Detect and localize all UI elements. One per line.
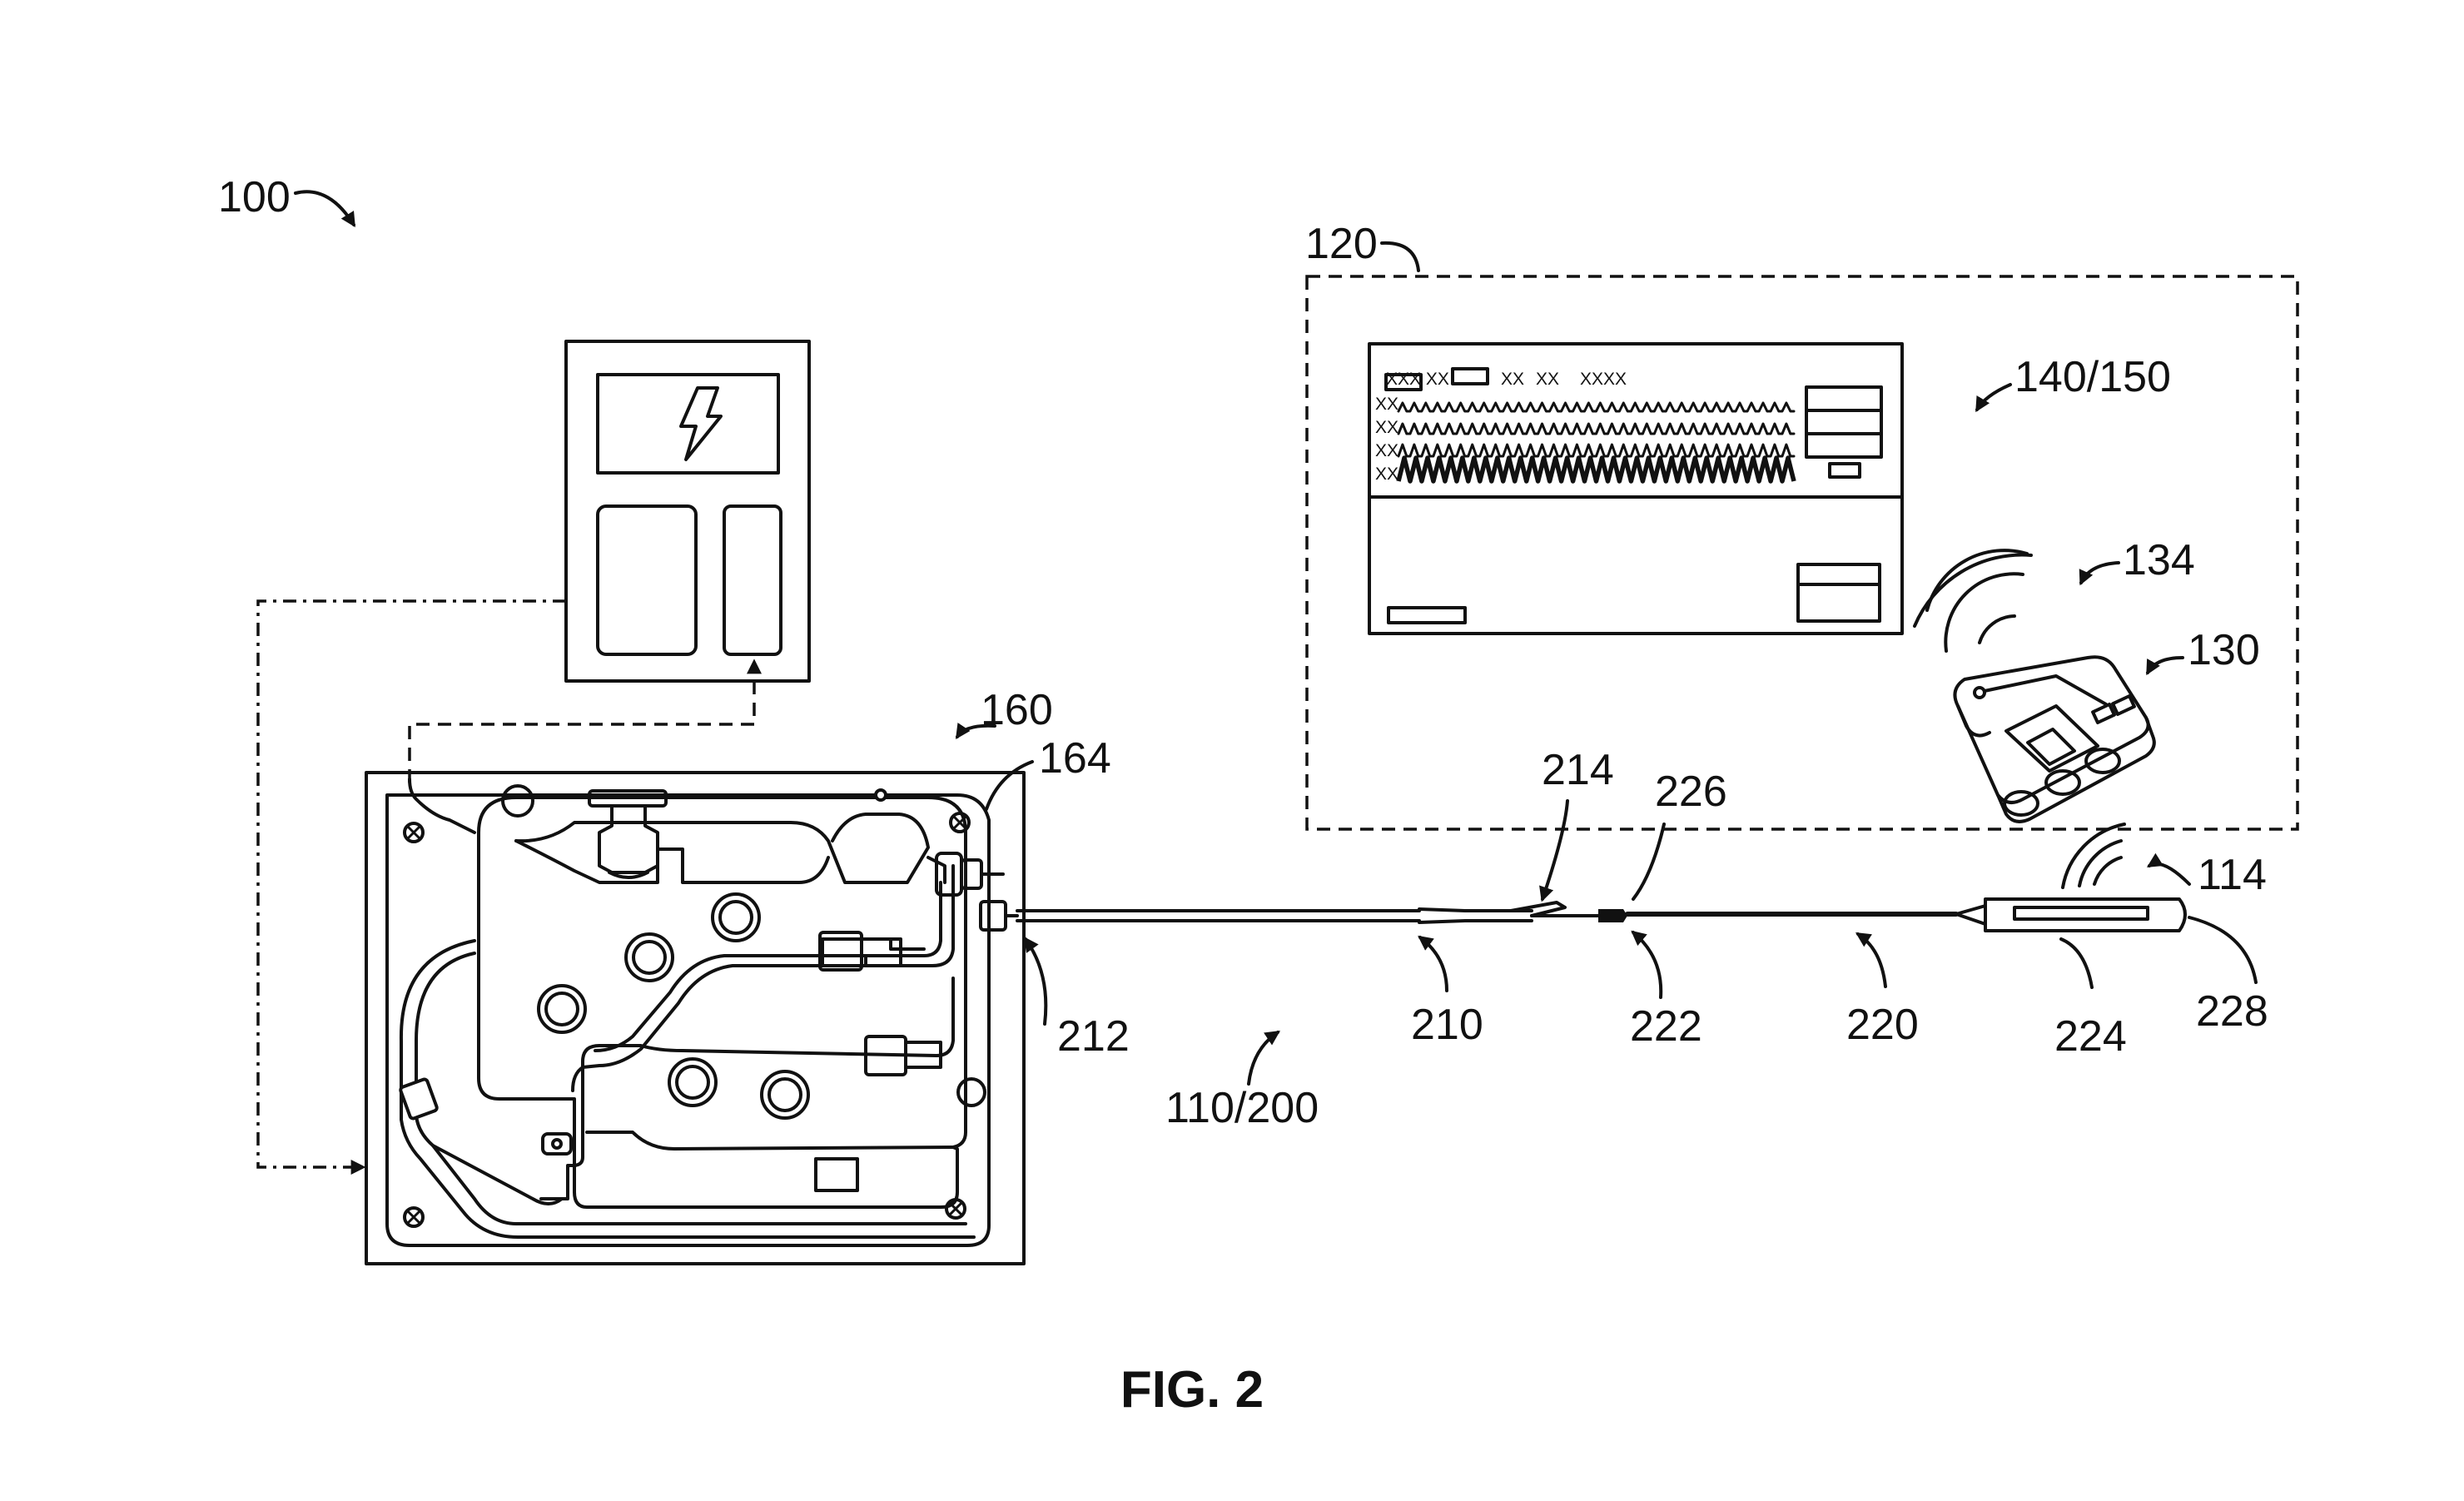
monitor-header-text-3: XX bbox=[1536, 370, 1559, 389]
label-wireless-signal-top: 134 bbox=[2123, 536, 2195, 584]
remote-unit-box bbox=[1305, 275, 2299, 831]
screw bbox=[403, 812, 971, 1228]
wireless-waves-icon bbox=[2061, 823, 2126, 889]
console-to-power-dashed-link bbox=[408, 659, 762, 783]
monitor-header-box bbox=[1451, 367, 1489, 385]
monitor-header-field bbox=[1384, 373, 1423, 391]
label-remote-unit: 120 bbox=[1305, 220, 1378, 268]
label-cable-assembly: 110/200 bbox=[1165, 1084, 1319, 1132]
figure-caption: FIG. 2 bbox=[1120, 1361, 1264, 1419]
monitor-bottom-label bbox=[1387, 606, 1467, 624]
label-console: 160 bbox=[981, 686, 1053, 734]
monitor-header-text-1: XXX XX bbox=[1386, 370, 1449, 389]
label-cable-segment: 210 bbox=[1411, 1001, 1483, 1049]
label-distal-cable: 220 bbox=[1846, 1001, 1919, 1049]
monitor-row-label-2: XX bbox=[1375, 418, 1398, 437]
monitor-side-button bbox=[1828, 462, 1861, 479]
waveform-trace-4 bbox=[1396, 455, 1796, 484]
label-system: 100 bbox=[218, 173, 291, 221]
console bbox=[365, 771, 1026, 1265]
leader-lines bbox=[294, 190, 2258, 1086]
monitor-bottom-panel bbox=[1796, 563, 1881, 623]
label-handheld-device: 130 bbox=[2188, 626, 2260, 674]
label-joint-marker: 226 bbox=[1655, 768, 1727, 816]
waveform-trace-2 bbox=[1397, 422, 1796, 435]
label-probe-window: 228 bbox=[2196, 987, 2268, 1036]
monitor-header-text-2: XX bbox=[1501, 370, 1524, 389]
label-branch: 214 bbox=[1542, 746, 1614, 794]
monitor: XXX XX XX XX XXXX XX XX XX XX bbox=[1368, 342, 1904, 635]
waveform-trace-3 bbox=[1397, 443, 1796, 458]
monitor-header-text-4: XXXX bbox=[1580, 370, 1627, 389]
label-connector: 164 bbox=[1039, 734, 1111, 783]
power-to-console-dashdot-link bbox=[256, 599, 566, 1175]
waveform-trace-1 bbox=[1397, 401, 1796, 413]
label-probe: 224 bbox=[2054, 1012, 2127, 1061]
label-joint: 222 bbox=[1630, 1002, 1702, 1051]
wireless-waves-icon bbox=[1913, 549, 2033, 653]
monitor-row-label-1: XX bbox=[1375, 395, 1398, 414]
monitor-side-panel bbox=[1805, 385, 1883, 459]
power-unit bbox=[564, 340, 811, 683]
label-cable-proximal: 212 bbox=[1057, 1012, 1130, 1061]
handheld-device bbox=[1953, 655, 2156, 823]
lightning-bolt-icon bbox=[679, 386, 723, 461]
monitor-row-label-4: XX bbox=[1375, 465, 1398, 484]
label-display: 140/150 bbox=[2014, 353, 2171, 401]
cable-assembly bbox=[1016, 897, 2187, 932]
monitor-row-label-3: XX bbox=[1375, 441, 1398, 460]
label-wireless-signal-bottom: 114 bbox=[2198, 851, 2267, 899]
